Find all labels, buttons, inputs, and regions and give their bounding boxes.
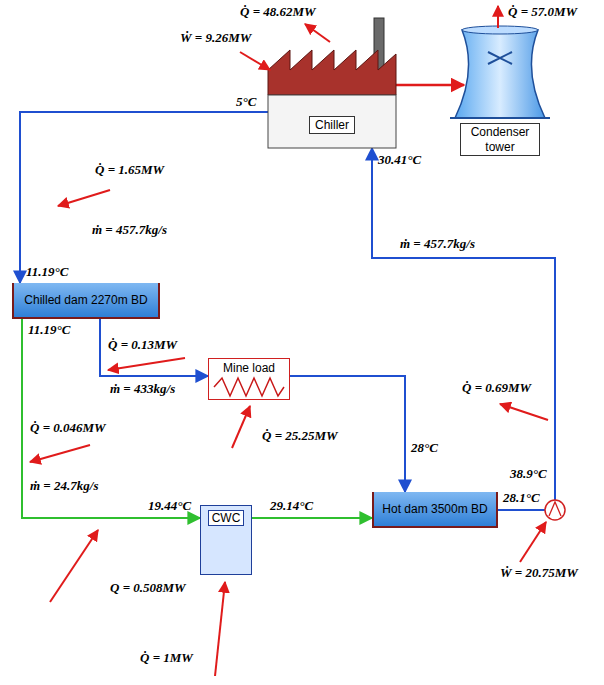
flow-pipe [22,319,200,518]
flow-pipe [252,517,372,519]
flow-value: ṁ = 24.7kg/s [30,478,98,493]
heat-flow-arrows [30,6,548,676]
chiller-building [268,18,396,148]
flow-value: Q̇ = 0.69MW [462,380,531,395]
flow-value: ṁ = 457.7kg/s [400,236,475,251]
dam-tank: Hot dam 3500m BD [372,492,498,528]
flow-pipe [20,112,268,283]
flow-value: 28°C [411,440,438,455]
heat-exchanger-coil [214,378,284,396]
node-label: Chiller [309,116,355,134]
node-label: Chilled dam 2270m BD [24,293,147,307]
pump-symbol [545,500,565,520]
flow-value: Q̇ = 1.65MW [95,162,164,177]
cooling-tower-node: Condenser tower [450,28,550,156]
flow-value: Ẇ = 20.75MW [500,565,578,580]
node-label: CWC [208,510,245,526]
node-label: Condenser tower [460,123,540,156]
flow-value: 38.9°C [510,466,547,481]
flow-value: Q̇ = 25.25MW [262,428,338,443]
node-label: Mine load [223,361,275,375]
flow-value: ṁ = 433kg/s [110,381,175,396]
flow-value: 29.14°C [270,498,313,513]
flow-value: 28.1°C [503,490,540,505]
chiller-building-node: Chiller [268,40,396,148]
flow-value: Q̇ = 48.62MW [240,4,316,19]
flow-value: Q̇ = 0.13MW [108,337,177,352]
flow-value: ṁ = 457.7kg/s [92,222,167,237]
flow-value: Q = 0.508MW [110,580,186,595]
cwc-box: CWC [200,505,252,575]
flow-value: Q̇ = 0.046MW [30,420,106,435]
flow-pipe [100,319,208,376]
node-label: Hot dam 3500m BD [382,502,487,516]
flow-value: 5°C [236,94,256,109]
flow-value: 19.44°C [148,498,191,513]
cooling-tower [450,26,550,118]
flow-value: Q̇ = 57.0MW [508,4,577,19]
heat-exchanger-box: Mine load [208,358,290,400]
dam-tank: Chilled dam 2270m BD [12,283,160,319]
flow-value: 11.19°C [26,264,68,279]
flow-value: 11.19°C [28,322,70,337]
flow-value: 30.41°C [378,152,421,167]
flow-value: Ẇ = 9.26MW [180,30,251,45]
flow-pipe [372,148,555,510]
flow-value: Q̇ = 1MW [140,650,193,665]
flow-pipe [396,84,464,87]
